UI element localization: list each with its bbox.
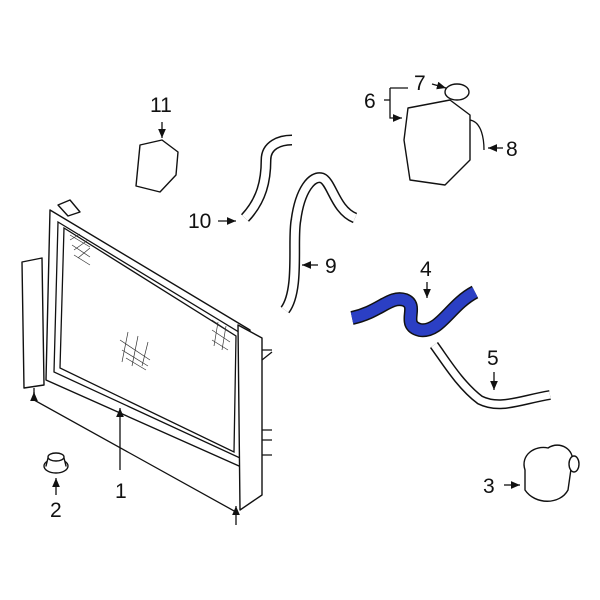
callout-10: 10 bbox=[188, 210, 212, 233]
callout-6: 6 bbox=[364, 90, 376, 113]
callout-8: 8 bbox=[506, 138, 518, 161]
highlighted-hose-4 bbox=[350, 285, 479, 338]
callout-11: 11 bbox=[150, 94, 172, 117]
radiator bbox=[45, 199, 273, 511]
callout-2: 2 bbox=[50, 499, 62, 522]
drain-plug bbox=[43, 452, 69, 474]
left-air-baffle bbox=[21, 257, 45, 389]
callout-5: 5 bbox=[487, 347, 499, 370]
bracket bbox=[135, 139, 179, 193]
coolant-reservoir bbox=[403, 83, 485, 186]
callout-3: 3 bbox=[483, 475, 495, 498]
callout-9: 9 bbox=[325, 255, 337, 278]
callout-7: 7 bbox=[414, 72, 426, 95]
callout-4: 4 bbox=[420, 258, 432, 281]
thermostat-housing bbox=[523, 444, 580, 502]
callout-1: 1 bbox=[115, 480, 127, 503]
